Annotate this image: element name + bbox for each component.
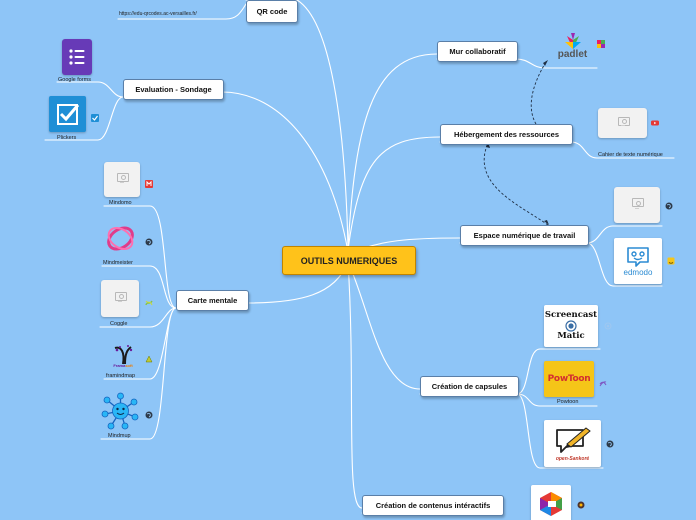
speech-pencil-icon	[555, 426, 591, 453]
relation-ent-heberg	[483, 142, 549, 226]
mindmeister-logo	[104, 222, 137, 255]
qr-url-link[interactable]: https://edu-qrcodes.ac-versailles.fr/	[119, 11, 197, 17]
globe-icon	[145, 411, 153, 419]
youtube-icon	[651, 119, 659, 127]
link-heberg	[347, 136, 441, 251]
coggle-image-placeholder	[101, 280, 139, 317]
powtoon-app-icon	[599, 380, 607, 388]
screencast-o-matic-logo: Screencast Matic	[544, 305, 598, 347]
branch-espace-numerique[interactable]: Espace numérique de travail	[460, 225, 589, 246]
mindmeister-caption: Mindmeister	[103, 260, 133, 266]
ent-image-placeholder	[614, 187, 660, 223]
check-card-icon	[57, 104, 80, 125]
edmodo-logo: edmodo	[614, 238, 662, 284]
record-circle-icon	[565, 320, 577, 332]
padlet-app-icon	[597, 40, 605, 48]
camera-icon	[115, 291, 127, 301]
globe-icon	[145, 238, 153, 246]
mindomo-app-icon	[145, 180, 153, 188]
central-node[interactable]: OUTILS NUMERIQUES	[282, 246, 416, 275]
google-forms-caption: Google forms	[58, 77, 92, 83]
link-contenus	[347, 261, 363, 509]
branch-creation-capsules[interactable]: Création de capsules	[420, 376, 519, 397]
framasoft-mini-icon	[145, 355, 153, 363]
contenus-app-icon	[577, 501, 585, 509]
camera-icon	[617, 116, 630, 126]
padlet-logo: padlet	[551, 29, 594, 63]
plickers-caption: Plickers	[57, 135, 77, 141]
contenus-app-logo	[531, 485, 571, 520]
branch-hebergement[interactable]: Hébergement des ressources	[440, 124, 573, 145]
camera-icon	[117, 172, 129, 182]
mindmup-caption: Mindmup	[108, 433, 131, 439]
padlet-flower-icon	[564, 33, 581, 49]
mindmup-logo	[101, 392, 140, 430]
cahier-caption: Cahier de texte numérique	[598, 152, 663, 158]
powtoon-caption: Powtoon	[557, 399, 579, 405]
branch-mur-collaboratif[interactable]: Mur collaboratif	[437, 41, 518, 62]
central-label: OUTILS NUMERIQUES	[300, 255, 398, 266]
framindmap-logo: Framasoft	[106, 340, 140, 371]
branch-carte-mentale[interactable]: Carte mentale	[176, 290, 249, 311]
edmodo-face-icon	[627, 247, 649, 267]
branch-creation-contenus[interactable]: Création de contenus intéractifs	[362, 495, 504, 516]
mindomo-caption: Mindomo	[109, 200, 132, 206]
link-qr	[245, 0, 349, 249]
screencast-app-icon	[604, 322, 612, 330]
link-mur	[347, 53, 438, 249]
relation-heberg-padlet	[530, 61, 547, 125]
coggle-app-icon	[145, 299, 153, 307]
powtoon-logo: PowToon	[544, 361, 594, 397]
open-sankore-logo: open-Sankoré	[544, 420, 601, 467]
google-forms-logo	[62, 39, 92, 75]
link-eval	[221, 91, 349, 253]
hexagon-g-icon	[540, 492, 562, 516]
edmodo-app-icon	[667, 257, 675, 265]
branch-evaluation-sondage[interactable]: Evaluation - Sondage	[123, 79, 224, 100]
camera-icon	[632, 198, 644, 208]
link-capsules	[347, 261, 421, 390]
plickers-check-icon	[91, 114, 99, 122]
branch-qr-code[interactable]: QR code	[246, 0, 298, 23]
form-list-icon	[69, 49, 85, 65]
globe-icon	[665, 202, 673, 210]
framindmap-caption: framindmap	[106, 373, 136, 379]
mindomo-image-placeholder	[104, 162, 140, 197]
cahier-image-placeholder	[598, 108, 647, 138]
globe-icon	[606, 440, 614, 448]
plickers-logo	[49, 96, 86, 132]
framasoft-icon	[114, 344, 133, 364]
coggle-caption: Coggle	[110, 321, 128, 327]
